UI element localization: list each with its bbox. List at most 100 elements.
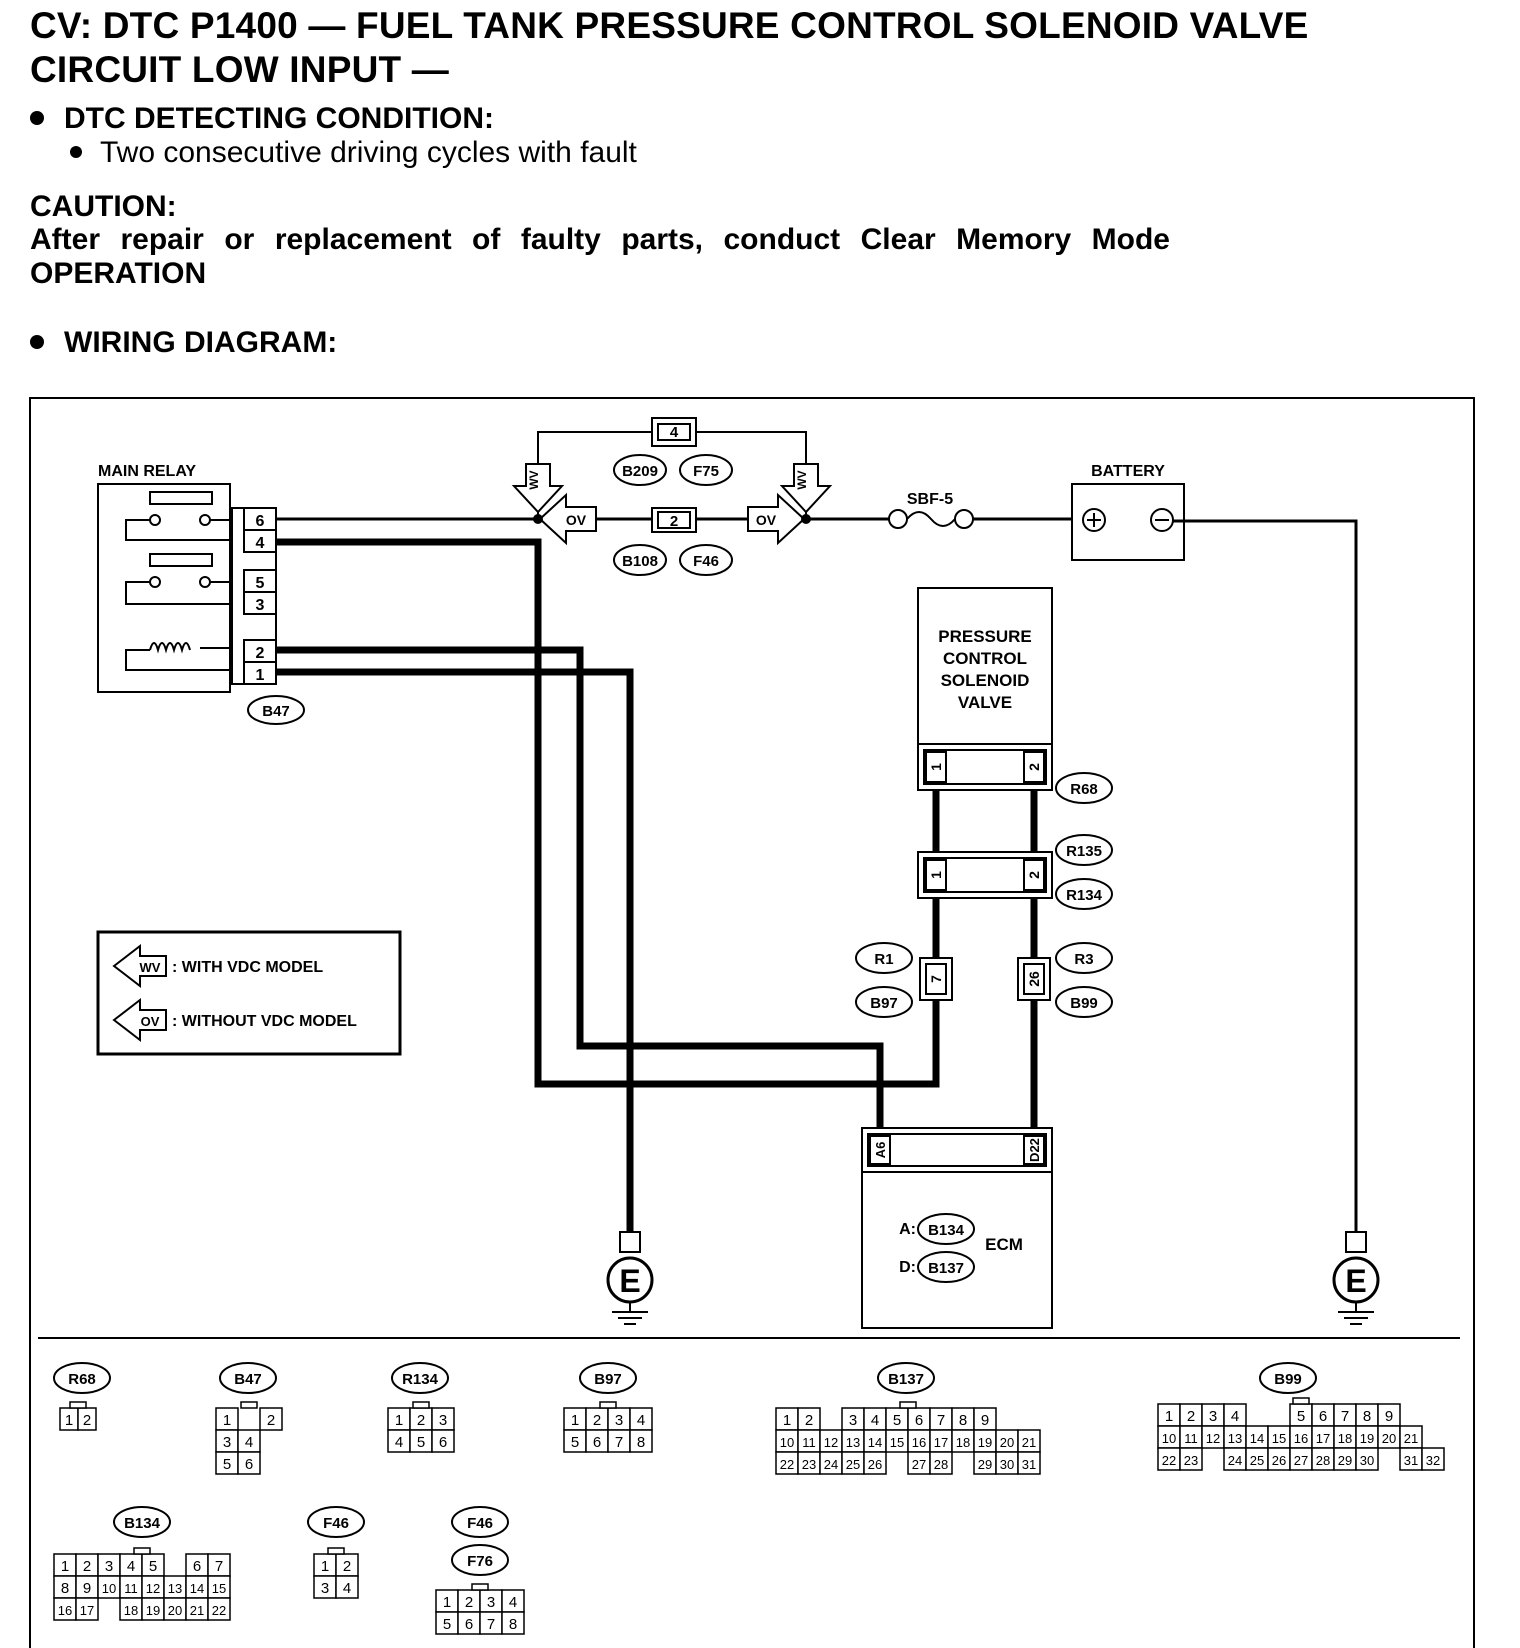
svg-text:B209: B209 <box>622 463 658 480</box>
pin-number: 4 <box>1231 1408 1239 1425</box>
pin-number: 6 <box>465 1616 473 1633</box>
pin-number: 3 <box>1209 1408 1217 1425</box>
pin-number: 8 <box>959 1412 967 1429</box>
pin-number: 20 <box>168 1603 182 1618</box>
pin-number: 17 <box>934 1435 948 1450</box>
pin-number: 1 <box>223 1412 231 1429</box>
pin-number: 15 <box>1272 1431 1286 1446</box>
connector-pin-7: 7 <box>919 957 953 1001</box>
pin-number: 3 <box>615 1412 623 1429</box>
pin-number: 18 <box>124 1603 138 1618</box>
relay-pin-3: 3 <box>256 597 265 614</box>
svg-text:WV: WV <box>527 470 541 489</box>
pin-number: 27 <box>1294 1453 1308 1468</box>
pin-number: 1 <box>783 1412 791 1429</box>
pin-number: 15 <box>890 1435 904 1450</box>
connector-key <box>1292 1397 1310 1405</box>
pin-number: 14 <box>190 1581 204 1596</box>
svg-text:OV: OV <box>756 512 777 528</box>
svg-text:F46: F46 <box>693 553 719 570</box>
pin-cell <box>237 1451 261 1475</box>
svg-text:R3: R3 <box>1074 951 1093 968</box>
pin-number: 8 <box>637 1434 645 1451</box>
svg-text:F46: F46 <box>467 1515 493 1532</box>
connector-key <box>599 1401 617 1409</box>
svg-text:WV: WV <box>140 960 161 975</box>
svg-text:F46: F46 <box>323 1515 349 1532</box>
battery: BATTERY <box>1071 463 1185 561</box>
pin-number: 1 <box>571 1412 579 1429</box>
pin-number: 7 <box>215 1558 223 1575</box>
svg-text:VALVE: VALVE <box>958 693 1012 712</box>
pin-number: 21 <box>1404 1431 1418 1446</box>
relay-pin-4: 4 <box>256 535 265 552</box>
wiring-heading-row: WIRING DIAGRAM: <box>30 326 337 360</box>
connector-badge: F46 <box>451 1506 509 1538</box>
pin-number: 12 <box>146 1581 160 1596</box>
detecting-heading: DTC DETECTING CONDITION: <box>64 102 494 135</box>
svg-text:R134: R134 <box>1066 887 1103 904</box>
pin-number: 1 <box>1165 1408 1173 1425</box>
pin-number: 3 <box>439 1412 447 1429</box>
svg-text:R134: R134 <box>402 1371 439 1388</box>
svg-text:B99: B99 <box>1070 995 1098 1012</box>
pin-number: 14 <box>868 1435 882 1450</box>
pin-number: 19 <box>146 1603 160 1618</box>
connector-badge-r3: R3 <box>1055 942 1113 974</box>
pin-number: 7 <box>1341 1408 1349 1425</box>
pin-number: 22 <box>212 1603 226 1618</box>
bullet-icon <box>70 146 82 159</box>
pin-number: 5 <box>417 1434 425 1451</box>
pin-cell <box>629 1429 653 1453</box>
ground-icon: E <box>1332 1231 1380 1325</box>
pin-cell <box>1421 1447 1445 1471</box>
ecm-connector-b134: B134 <box>928 1222 965 1239</box>
pin-number: 5 <box>1297 1408 1305 1425</box>
ov-arrow-left: OV <box>538 492 597 546</box>
svg-text:B108: B108 <box>622 553 658 570</box>
pin-number: 29 <box>1338 1453 1352 1468</box>
pin-number: 4 <box>509 1594 517 1611</box>
ov-arrow-right: OV <box>747 492 806 546</box>
svg-text:26: 26 <box>1026 971 1042 987</box>
connector-badge-b108: B108 <box>613 544 667 576</box>
title-line-2: CIRCUIT LOW INPUT — <box>30 49 449 90</box>
ov-legend-arrow-icon <box>112 997 167 1043</box>
pin-number: 12 <box>1206 1431 1220 1446</box>
pin-number: 23 <box>1184 1453 1198 1468</box>
pin-number: 18 <box>1338 1431 1352 1446</box>
pin-number: 32 <box>1426 1453 1440 1468</box>
pin-number: 13 <box>846 1435 860 1450</box>
pin-number: 30 <box>1360 1453 1374 1468</box>
connector-badge: B99 <box>1259 1362 1317 1394</box>
connector-badge: F76 <box>451 1544 509 1576</box>
pin-number: 25 <box>1250 1453 1264 1468</box>
connector-badge: B134 <box>113 1506 171 1538</box>
page-title: CV: DTC P1400 — FUEL TANK PRESSURE CONTR… <box>30 4 1309 92</box>
pin-number: 2 <box>593 1412 601 1429</box>
pin-number: 24 <box>824 1457 838 1472</box>
connector-badge-f46: F46 <box>679 544 733 576</box>
svg-text:F75: F75 <box>693 463 719 480</box>
svg-text:A6: A6 <box>873 1142 888 1159</box>
fuse-pin-2: 2 <box>670 513 678 530</box>
pin-number: 13 <box>168 1581 182 1596</box>
pin-number: 27 <box>912 1457 926 1472</box>
pin-number: 19 <box>978 1435 992 1450</box>
bullet-icon <box>30 335 44 350</box>
pin-number: 20 <box>1382 1431 1396 1446</box>
pin-number: 7 <box>615 1434 623 1451</box>
connector-badge: B47 <box>219 1362 277 1394</box>
legend-wv-text: : WITH VDC MODEL <box>172 959 323 976</box>
battery-label: BATTERY <box>1091 463 1165 480</box>
pin-number: 3 <box>105 1558 113 1575</box>
connector-badge-r135: R135 <box>1055 834 1113 866</box>
pin-number: 18 <box>956 1435 970 1450</box>
svg-text:OV: OV <box>566 512 587 528</box>
caution-heading: CAUTION: <box>30 190 177 223</box>
connector-key <box>899 1401 917 1409</box>
connector-key <box>412 1401 430 1409</box>
pin-number: 11 <box>1184 1431 1198 1446</box>
